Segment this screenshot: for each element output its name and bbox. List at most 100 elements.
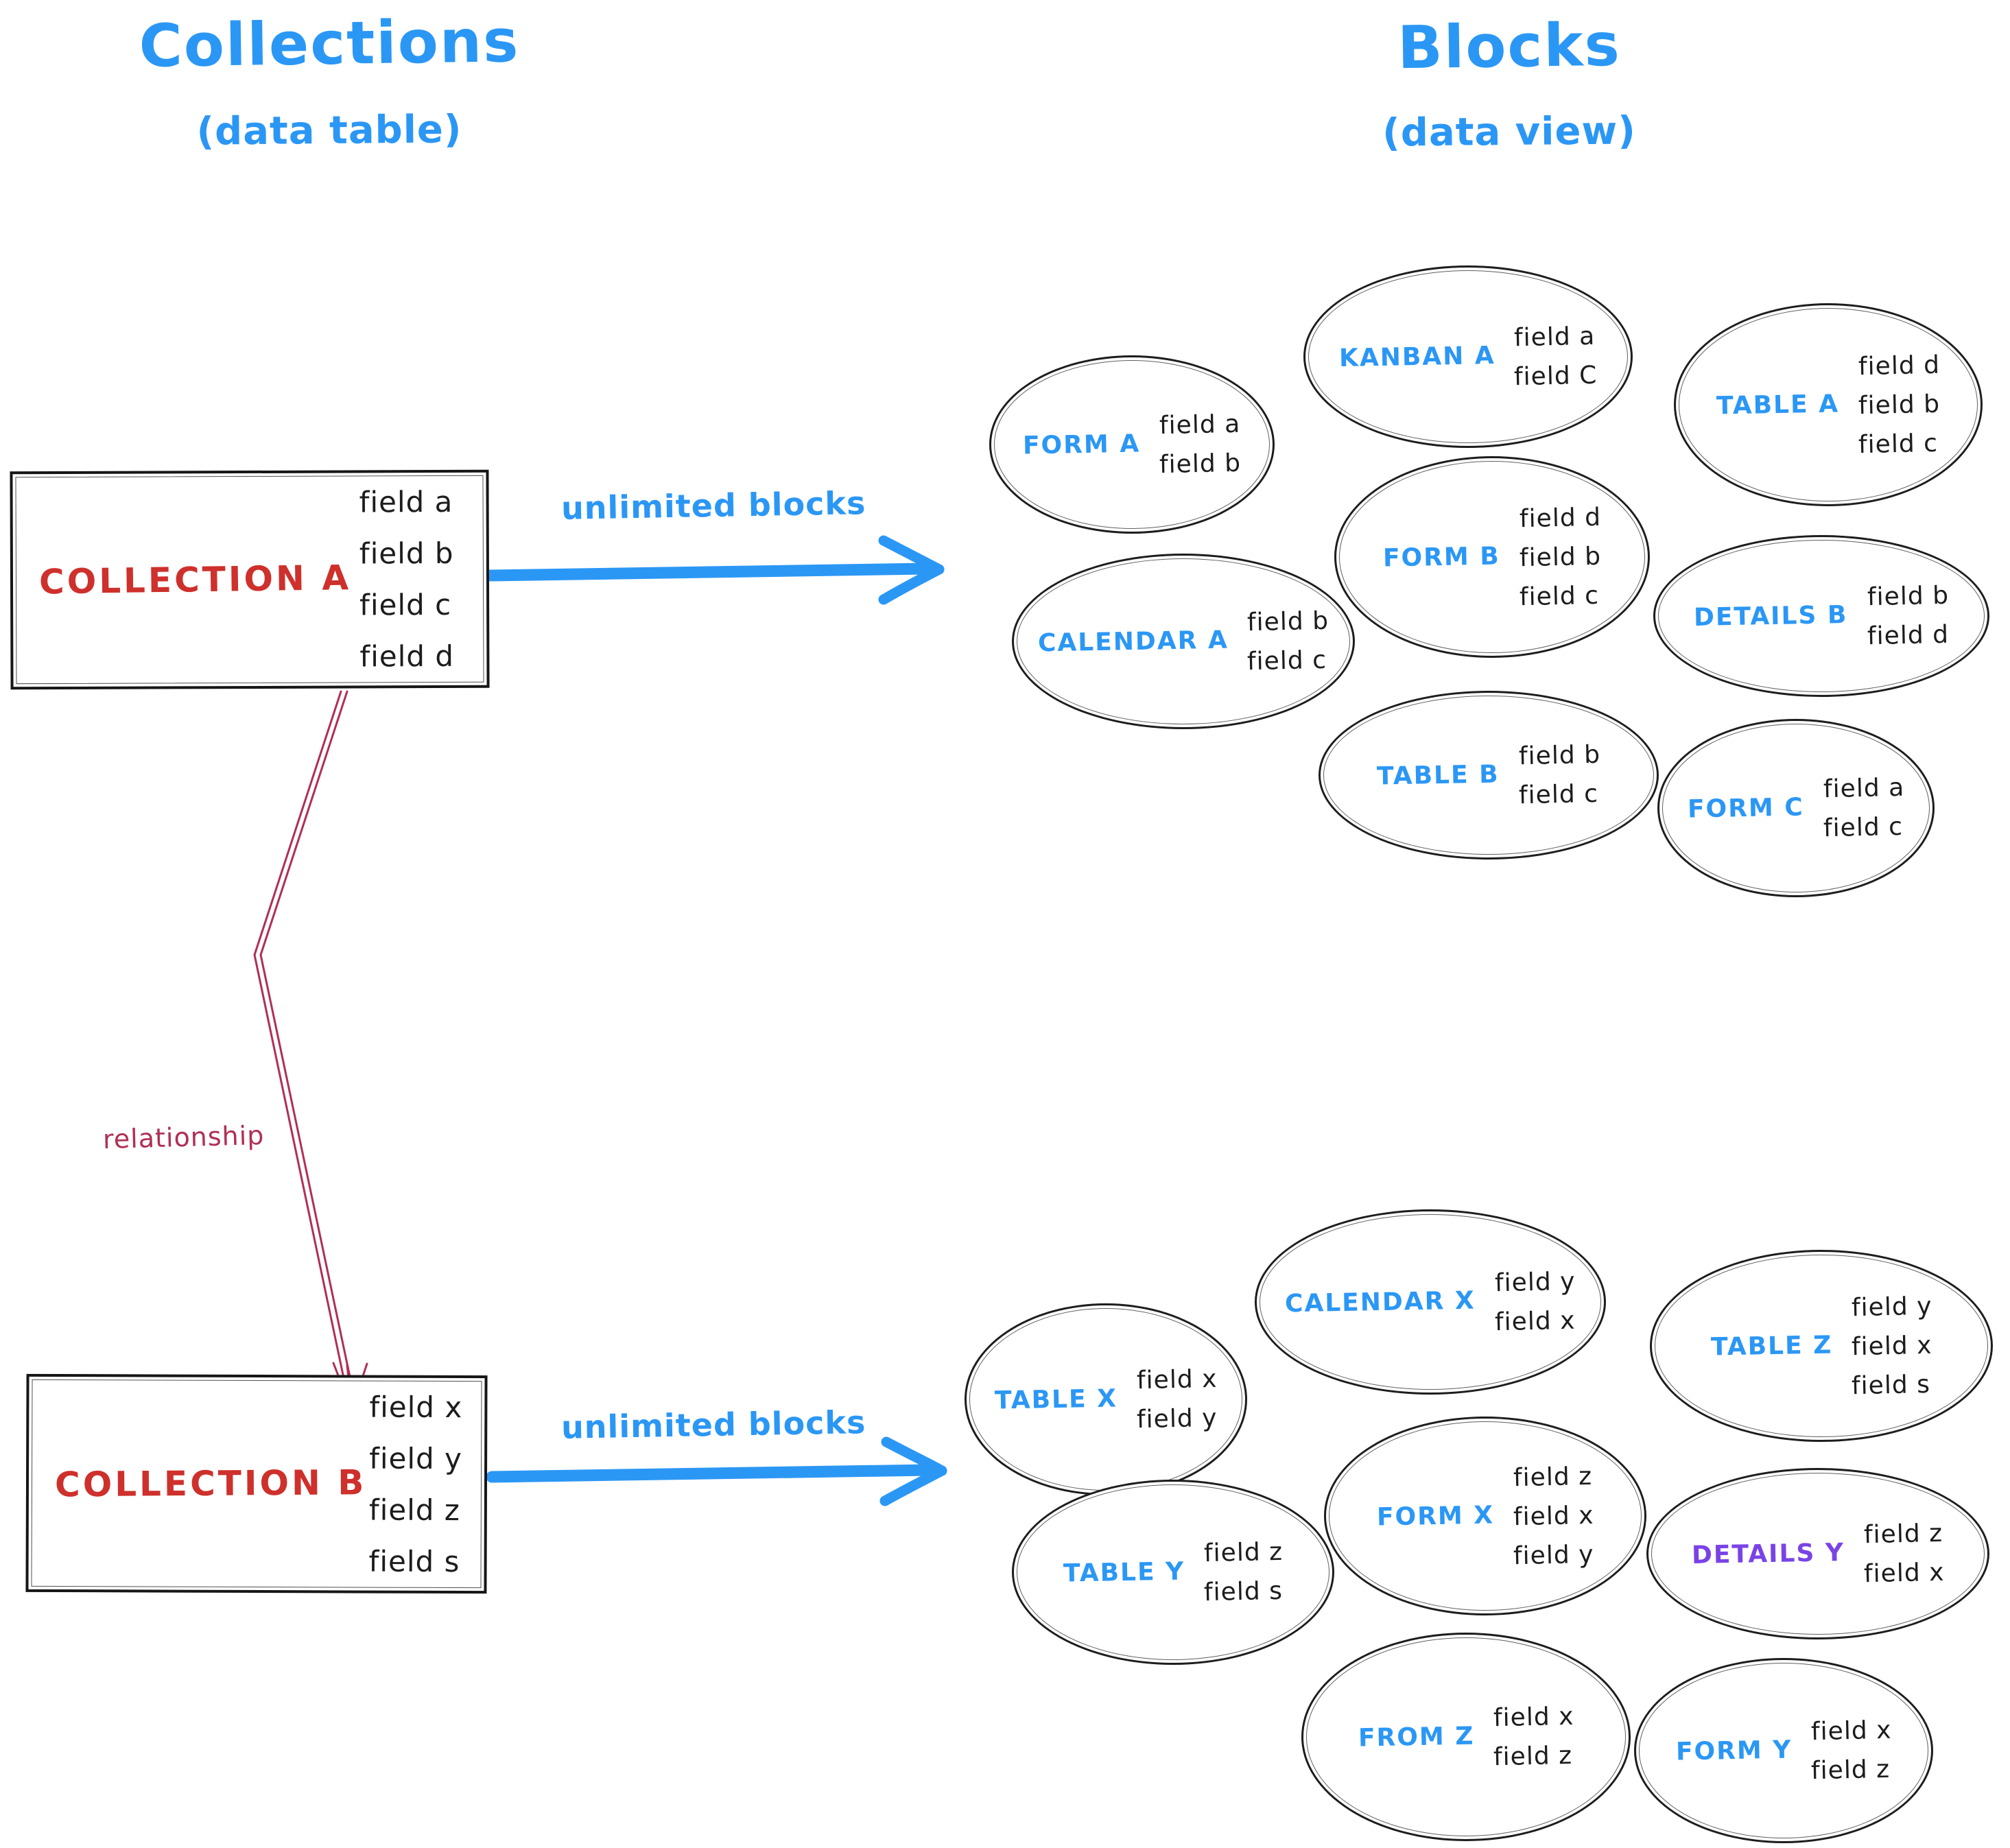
block-fields: field z field x bbox=[1863, 1519, 1945, 1589]
block-label: FORM X bbox=[1376, 1501, 1495, 1531]
block-fields: field y field x bbox=[1494, 1267, 1576, 1337]
blocks-subtitle: (data view) bbox=[1382, 108, 1637, 156]
block-from-z: FROM Z field x field z bbox=[1301, 1633, 1631, 1841]
block-fields: field y field x field s bbox=[1851, 1292, 1932, 1400]
collection-b-box: COLLECTION B field x field y field z fie… bbox=[25, 1373, 488, 1594]
block-label: TABLE B bbox=[1376, 759, 1500, 791]
block-calendar-a: CALENDAR A field b field c bbox=[1012, 554, 1355, 729]
block-field: field d bbox=[1519, 503, 1602, 533]
block-field: field c bbox=[1858, 429, 1939, 459]
block-field: field z bbox=[1863, 1519, 1943, 1550]
block-field: field b bbox=[1858, 390, 1941, 420]
block-field: field d bbox=[1867, 620, 1950, 651]
block-field: field x bbox=[1513, 1501, 1594, 1531]
collection-field: field z bbox=[368, 1493, 460, 1528]
block-field: field b bbox=[1246, 606, 1329, 637]
block-table-x: TABLE X field x field y bbox=[965, 1303, 1247, 1495]
block-details-y: DETAILS Y field z field x bbox=[1646, 1468, 1989, 1639]
collection-field: field d bbox=[359, 639, 455, 674]
block-fields: field d field b field c bbox=[1519, 503, 1602, 611]
block-fields: field b field d bbox=[1867, 582, 1949, 650]
block-fields: field a field b bbox=[1159, 410, 1242, 479]
block-fields: field b field c bbox=[1246, 606, 1329, 676]
block-field: field y bbox=[1494, 1267, 1576, 1298]
block-field: field c bbox=[1823, 812, 1904, 843]
block-field: field c bbox=[1518, 779, 1599, 810]
block-fields: field x field z bbox=[1810, 1716, 1892, 1785]
block-kanban-a: KANBAN A field a field C bbox=[1303, 265, 1633, 448]
block-label: TABLE A bbox=[1716, 389, 1840, 420]
collection-field: field y bbox=[369, 1441, 463, 1476]
block-field: field y bbox=[1851, 1292, 1932, 1322]
block-label: FORM A bbox=[1022, 429, 1141, 460]
block-label: KANBAN A bbox=[1338, 341, 1495, 372]
block-field: field z bbox=[1513, 1462, 1593, 1492]
collection-field: field x bbox=[369, 1390, 463, 1425]
block-label: FORM B bbox=[1382, 542, 1501, 572]
block-field: field x bbox=[1810, 1716, 1892, 1746]
block-label: DETAILS Y bbox=[1691, 1538, 1845, 1569]
block-field: field a bbox=[1159, 410, 1241, 440]
block-field: field d bbox=[1858, 351, 1941, 381]
block-fields: field d field b field c bbox=[1858, 351, 1941, 459]
collection-field: field c bbox=[359, 587, 452, 622]
block-fields: field a field C bbox=[1513, 322, 1598, 392]
block-label: FORM C bbox=[1687, 793, 1805, 823]
block-table-a: TABLE A field d field b field c bbox=[1674, 303, 1983, 506]
block-field: field y bbox=[1513, 1540, 1594, 1570]
collection-field: field a bbox=[359, 484, 453, 519]
block-label: DETAILS B bbox=[1693, 600, 1849, 632]
relationship-arrow bbox=[253, 690, 368, 1405]
block-field: field b bbox=[1518, 740, 1601, 771]
block-field: field s bbox=[1203, 1576, 1284, 1607]
block-field: field a bbox=[1823, 773, 1905, 804]
block-field: field x bbox=[1136, 1364, 1218, 1395]
block-calendar-x: CALENDAR X field y field x bbox=[1255, 1209, 1606, 1395]
block-form-y: FORM Y field x field z bbox=[1634, 1658, 1933, 1843]
block-field: field y bbox=[1136, 1403, 1218, 1434]
collections-title: Collections bbox=[139, 7, 520, 81]
block-field: field x bbox=[1863, 1558, 1945, 1589]
block-form-x: FORM X field z field x field y bbox=[1324, 1417, 1646, 1615]
block-table-z: TABLE Z field y field x field s bbox=[1650, 1250, 1993, 1442]
collection-field: field b bbox=[359, 536, 454, 571]
block-fields: field x field z bbox=[1493, 1702, 1574, 1772]
collections-subtitle: (data table) bbox=[196, 107, 462, 154]
block-label: CALENDAR A bbox=[1037, 626, 1229, 657]
block-details-b: DETAILS B field b field d bbox=[1653, 535, 1989, 697]
block-field: field x bbox=[1493, 1702, 1574, 1733]
block-label: TABLE Y bbox=[1063, 1556, 1185, 1588]
unlimited-blocks-arrow-b bbox=[486, 1436, 947, 1506]
block-field: field z bbox=[1203, 1537, 1284, 1568]
block-field: field b bbox=[1519, 542, 1602, 572]
block-label: CALENDAR X bbox=[1285, 1286, 1476, 1318]
block-field: field C bbox=[1513, 361, 1598, 392]
block-fields: field a field c bbox=[1823, 774, 1904, 842]
unlimited-blocks-arrow-a bbox=[484, 535, 945, 605]
relationship-label: relationship bbox=[102, 1120, 265, 1155]
block-field: field b bbox=[1159, 449, 1242, 479]
block-field: field x bbox=[1494, 1306, 1576, 1337]
block-field: field x bbox=[1851, 1331, 1932, 1361]
unlimited-blocks-label-a: unlimited blocks bbox=[560, 484, 866, 527]
collection-a-box: COLLECTION A field a field b field c fie… bbox=[10, 469, 490, 690]
block-form-c: FORM C field a field c bbox=[1657, 719, 1935, 897]
blocks-title: Blocks bbox=[1397, 10, 1622, 83]
block-label: FROM Z bbox=[1358, 1722, 1475, 1752]
block-field: field a bbox=[1513, 322, 1596, 353]
collection-b-name: COLLECTION B bbox=[54, 1462, 367, 1505]
block-form-a: FORM A field a field b bbox=[989, 355, 1275, 534]
block-form-b: FORM B field d field b field c bbox=[1334, 456, 1650, 658]
block-fields: field z field x field y bbox=[1513, 1462, 1594, 1570]
block-fields: field z field s bbox=[1203, 1537, 1284, 1607]
block-field: field c bbox=[1246, 645, 1327, 676]
block-fields: field x field y bbox=[1136, 1364, 1218, 1434]
block-label: TABLE X bbox=[994, 1384, 1118, 1415]
block-field: field s bbox=[1851, 1370, 1931, 1400]
collection-a-fields: field a field b field c field d bbox=[359, 485, 455, 673]
block-fields: field b field c bbox=[1518, 740, 1601, 810]
block-table-b: TABLE B field b field c bbox=[1319, 691, 1659, 860]
block-field: field z bbox=[1493, 1741, 1573, 1772]
collection-a-name: COLLECTION A bbox=[38, 558, 352, 602]
